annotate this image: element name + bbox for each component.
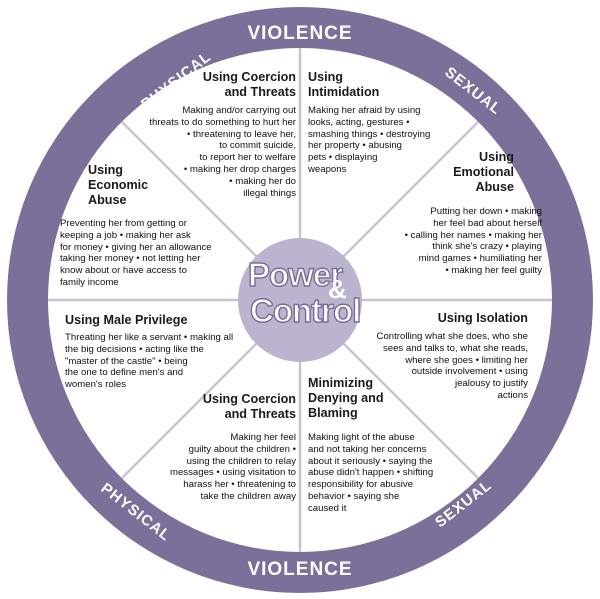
text-line: abuse didn't happen • shifting (308, 467, 434, 479)
segment-male-privilege-title: Using Male Privilege (65, 313, 187, 328)
segment-isolation-text: Controlling what she does, who she sees … (377, 331, 528, 402)
text-line: behavior • saying she (308, 490, 400, 502)
text-line: actions (497, 389, 528, 401)
text-line: about it seriously • saying the (308, 455, 433, 467)
text-line: think she's crazy • playing (432, 241, 542, 253)
text-line: Making light of the abuse (308, 432, 415, 443)
text-line: mind games • humiliating her (418, 253, 542, 265)
text-line: • making her do (229, 175, 296, 187)
title-line: Minimizing (308, 376, 374, 390)
title-line: Intimidation (308, 85, 380, 99)
text-line: her feel bad about herself (433, 217, 542, 229)
segment-coercion-bottom-title: Using Coercion and Threats (203, 392, 296, 422)
segment-emotional-title: Using Emotional Abuse (453, 150, 514, 195)
text-line: using the children to relay (186, 455, 296, 467)
text-line: harass her • threatening to (183, 479, 296, 491)
text-line: her property • abusing (308, 140, 403, 152)
text-line: smashing things • destroying (308, 128, 431, 140)
title-line: Using (88, 163, 123, 177)
text-line: family income (60, 276, 119, 288)
text-line: and not taking her concerns (308, 443, 427, 455)
text-line: jealousy to justify (454, 378, 528, 390)
segment-minimizing-title: Minimizing Denying and Blaming (308, 376, 384, 421)
text-line: outside involvement • using (411, 366, 528, 378)
segment-minimizing-text: Making light of the abuse and not taking… (308, 432, 433, 515)
text-line: illegal things (243, 187, 296, 199)
text-line: • calling her names • making her (404, 229, 542, 241)
title-line: Using Isolation (437, 311, 528, 325)
text-line: for money • giving her an allowance (60, 241, 212, 253)
text-line: Making her afraid by using (308, 105, 421, 116)
segment-coercion-bottom-text: Making her feel guilty about the childre… (170, 432, 296, 503)
segment-intimidation-text: Making her afraid by using looks, acting… (308, 105, 430, 176)
text-line: caused it (308, 502, 347, 514)
text-line: pets • displaying (308, 152, 378, 164)
segment-coercion-top-title: Using Coercion and Threats (203, 70, 296, 100)
title-line: Using (479, 150, 514, 164)
title-line: Emotional (453, 165, 514, 179)
rim-violence-bottom: VIOLENCE (247, 559, 352, 580)
text-line: know about or have access to (60, 265, 187, 277)
segment-economic-title: Using Economic Abuse (88, 163, 148, 208)
segment-isolation-title: Using Isolation (438, 311, 528, 326)
title-line: Abuse (88, 193, 127, 207)
text-line: Making her feel (230, 432, 296, 443)
title-line: and Threats (224, 407, 296, 421)
text-line: the big decisions • acting like the (65, 343, 204, 355)
title-line: Using Coercion (202, 392, 296, 406)
text-line: threats to do something to hurt her (149, 116, 296, 128)
title-line: Using Coercion (202, 70, 296, 84)
title-line: Blaming (308, 406, 358, 420)
text-line: where she goes • limiting her (405, 354, 528, 366)
segment-intimidation-title: Using Intimidation (308, 70, 379, 100)
text-line: guilty about the children • (188, 443, 296, 455)
text-line: looks, acting, gestures • (308, 116, 410, 128)
text-line: to report her to welfare (199, 152, 296, 164)
segment-male-privilege-text: Threating her like a servant • making al… (65, 332, 233, 391)
segment-emotional-text: Putting her down • making her feel bad a… (405, 206, 542, 277)
text-line: • making her feel guilty (445, 264, 542, 276)
rim-violence-top: VIOLENCE (247, 23, 352, 44)
text-line: take the children away (200, 490, 296, 502)
text-line: sees and talks to, what she reads, (382, 342, 528, 354)
text-line: Making and/or carrying out (182, 105, 296, 116)
text-line: "master of the castle" • being (65, 355, 188, 367)
text-line: weapons (308, 163, 347, 175)
text-line: keeping a job • making her ask (60, 229, 191, 241)
title-line: Economic (88, 178, 149, 192)
text-line: Putting her down • making (430, 206, 542, 217)
text-line: Threating her like a servant • making al… (65, 332, 234, 343)
text-line: women's roles (65, 379, 127, 391)
text-line: Controlling what she does, who she (376, 331, 528, 342)
segment-economic-text: Preventing her from getting or keeping a… (60, 218, 212, 289)
text-line: responsibility for abusive (308, 479, 414, 491)
text-line: messages • using visitation to (169, 467, 296, 479)
title-line: Denying and (308, 391, 384, 405)
text-line: to commit suicide, (219, 140, 296, 152)
text-line: the one to define men's and (65, 367, 184, 379)
text-line: taking her money • not letting her (60, 253, 201, 265)
hub-circle (238, 238, 362, 362)
title-line: Abuse (475, 180, 515, 194)
title-line: Using (308, 70, 343, 84)
text-line: Preventing her from getting or (60, 218, 187, 229)
segment-coercion-top-text: Making and/or carrying out threats to do… (149, 105, 296, 199)
title-line: and Threats (224, 85, 296, 99)
text-line: • threatening to leave her, (187, 128, 296, 140)
title-line: Using Male Privilege (65, 313, 188, 327)
text-line: • making her drop charges (183, 163, 296, 175)
